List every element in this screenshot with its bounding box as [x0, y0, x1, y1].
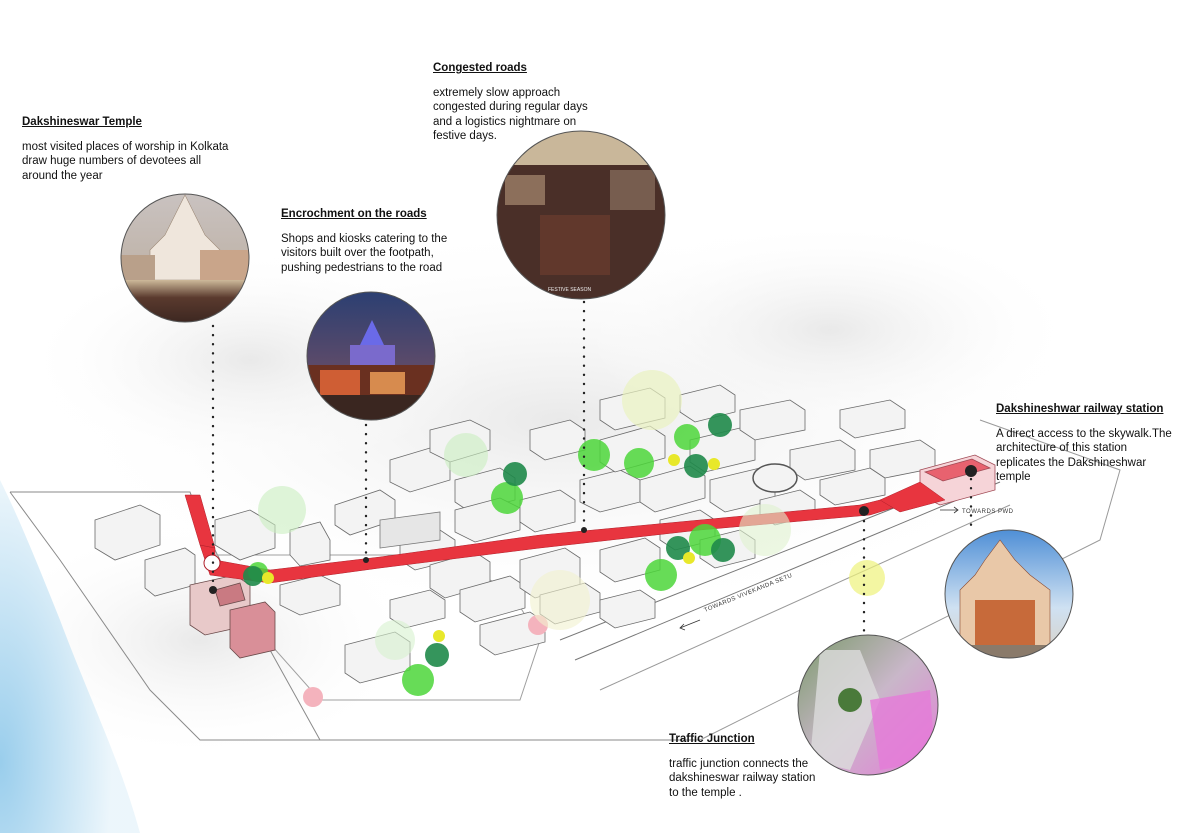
- tree-dark-green: [666, 536, 690, 560]
- tree-pink: [303, 687, 323, 707]
- tree-faded: [849, 560, 885, 596]
- tree-light-green: [645, 559, 677, 591]
- tree-yellow: [668, 454, 680, 466]
- tree-faded: [375, 620, 415, 660]
- note-encroachment: Encrochment on the roads Shops and kiosk…: [281, 207, 447, 275]
- arrow-pwd: [940, 506, 959, 514]
- note-temple-body: most visited places of worship in Kolkat…: [22, 140, 229, 182]
- photo-caption: FESTIVE SEASON: [548, 287, 591, 293]
- leader-lines: [211, 300, 973, 642]
- temple-complex: [189, 574, 276, 659]
- river-water: [0, 480, 140, 833]
- photo-frame: [306, 291, 436, 421]
- note-encroachment-body: Shops and kiosks catering to the visitor…: [281, 232, 448, 274]
- tree-light-green: [674, 424, 700, 450]
- tree-faded: [444, 433, 488, 477]
- arrow-vivekananda: [679, 619, 701, 631]
- note-junction-title: Traffic Junction: [669, 733, 755, 745]
- tree-dark-green: [243, 566, 263, 586]
- note-congested-body: extremely slow approach congested during…: [433, 86, 588, 143]
- photo-temple: [121, 194, 249, 322]
- trees: [243, 370, 885, 707]
- note-congested-title: Congested roads: [433, 62, 527, 74]
- tree-dark-green: [425, 643, 449, 667]
- note-station: Dakshineshwar railway station A direct a…: [996, 402, 1172, 485]
- tree-dark-green: [711, 538, 735, 562]
- tree-yellow: [683, 552, 695, 564]
- tree-faded: [530, 570, 590, 630]
- tree-light-green: [624, 448, 654, 478]
- tree-light-green: [578, 439, 610, 471]
- note-station-title: Dakshineshwar railway station: [996, 403, 1164, 415]
- tree-light-green: [402, 664, 434, 696]
- note-temple-title: Dakshineswar Temple: [22, 116, 142, 128]
- note-station-body: A direct access to the skywalk.The archi…: [996, 427, 1172, 484]
- tree-light-green: [491, 482, 523, 514]
- tree-yellow: [708, 458, 720, 470]
- tree-yellow: [433, 630, 445, 642]
- tree-faded: [622, 370, 682, 430]
- open-plot: [379, 511, 441, 549]
- tree-dark-green: [684, 454, 708, 478]
- photo-congestion: FESTIVE SEASON: [497, 131, 665, 299]
- photo-frame: [797, 634, 939, 776]
- tree-faded: [739, 504, 791, 556]
- note-temple: Dakshineswar Temple most visited places …: [22, 115, 228, 183]
- photo-station: [945, 530, 1073, 658]
- anchor-dots: [209, 465, 977, 594]
- tree-faded: [258, 486, 306, 534]
- photo-frame: [944, 529, 1074, 659]
- note-congested: Congested roads extremely slow approach …: [433, 61, 588, 144]
- note-junction-body: traffic junction connects the dakshinesw…: [669, 757, 816, 799]
- photo-encroachment: [307, 292, 435, 420]
- photo-frame: [120, 193, 250, 323]
- station-building: [919, 454, 996, 506]
- photo-junction: [798, 635, 938, 775]
- road-label-pwd: TOWARDS PWD: [962, 509, 1014, 515]
- note-encroachment-title: Encrochment on the roads: [281, 208, 427, 220]
- photo-frame: [496, 130, 666, 300]
- tree-yellow: [262, 572, 274, 584]
- tree-dark-green: [503, 462, 527, 486]
- note-junction: Traffic Junction traffic junction connec…: [669, 732, 815, 800]
- tree-dark-green: [708, 413, 732, 437]
- oval-ground: [752, 463, 798, 493]
